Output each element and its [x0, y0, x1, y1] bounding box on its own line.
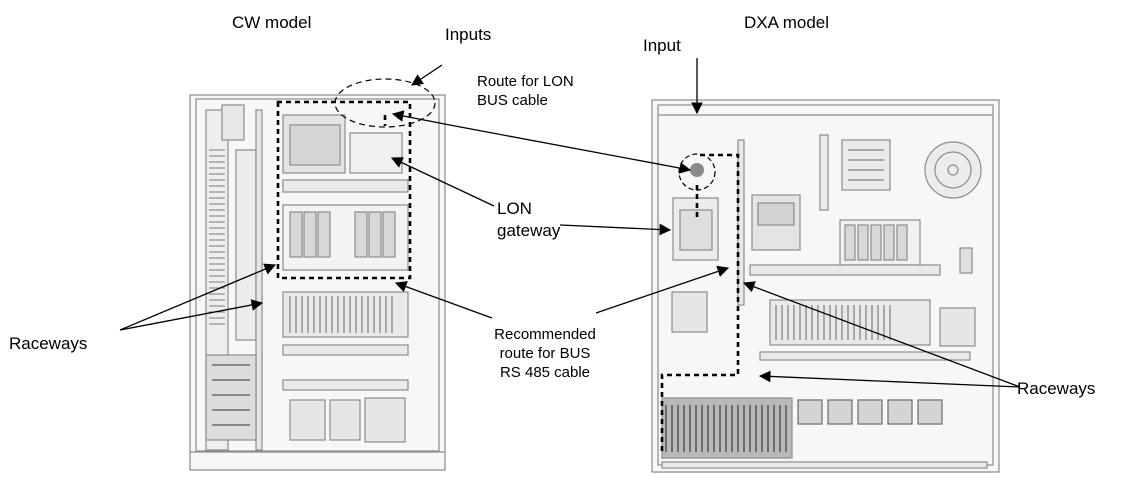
raceways-right-label: Raceways: [1017, 379, 1096, 398]
arrow-raceways-right-b: [758, 370, 1021, 388]
inputs-label: Inputs: [445, 25, 492, 44]
dxa-model-title: DXA model: [744, 13, 830, 32]
arrow-gateway-cw: [390, 157, 495, 207]
input-label: Input: [643, 36, 681, 55]
arrow-raceways-left-b: [119, 299, 264, 331]
arrow-route-lon-cw: [391, 110, 456, 127]
leader-arrows: [119, 58, 1021, 388]
lon-gateway-label: LON gateway: [497, 199, 561, 240]
cw-inputs-ring: [334, 78, 436, 128]
cw-model-title: CW model: [232, 13, 312, 32]
dxa-model-panel: [651, 99, 1000, 473]
arrow-recommended-cw: [394, 281, 493, 319]
arrow-inputs: [411, 64, 443, 86]
arrow-route-lon-dxa: [454, 125, 692, 174]
dxa-input-point: [690, 163, 704, 177]
arrow-recommended-dxa: [595, 265, 730, 314]
dxa-raceway-route: [660, 153, 740, 455]
route-lon-label: Route for LON BUS cable: [477, 73, 574, 110]
arrow-gateway-dxa: [559, 223, 672, 236]
arrow-raceways-right-a: [742, 281, 1021, 388]
cw-model-panel: [189, 94, 446, 471]
arrow-raceways-left-a: [119, 263, 277, 331]
raceways-left-label: Raceways: [9, 334, 88, 353]
cw-raceway-route: [276, 100, 412, 280]
recommended-route-label: Recommended route for BUS RS 485 cable: [494, 326, 596, 382]
